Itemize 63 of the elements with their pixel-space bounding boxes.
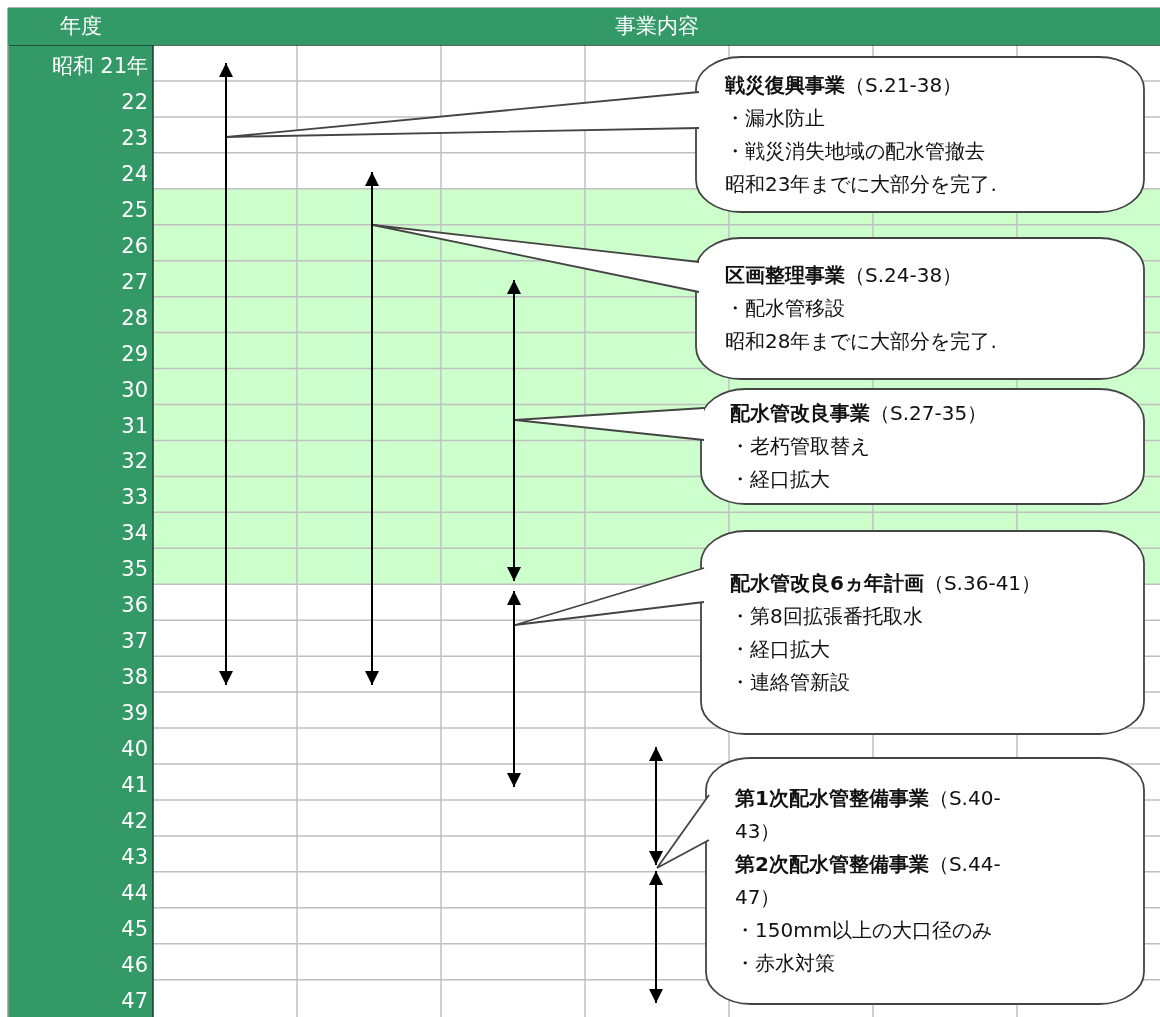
year-range-marker	[649, 746, 663, 866]
year-label: 22	[120, 88, 148, 116]
speech-bubble	[695, 56, 1145, 213]
year-range-marker	[365, 171, 379, 686]
callout-heading: 第1次配水管整備事業（S.40-43）	[735, 785, 1002, 845]
callout-heading: 区画整理事業（S.24-38）	[725, 262, 964, 289]
callout-heading: 戦災復興事業（S.21-38）	[725, 71, 964, 99]
speech-bubble	[695, 237, 1145, 380]
year-label: 25	[120, 196, 148, 224]
year-label: 41	[120, 772, 148, 799]
column-header: 事業内容	[153, 8, 1160, 45]
year-label: 昭和 21年	[50, 53, 148, 80]
callout-text: ・連絡管新設	[730, 668, 851, 696]
year-label: 28	[120, 304, 148, 332]
year-label: 24	[120, 160, 148, 188]
year-label: 33	[120, 484, 148, 512]
callout-text: ・第8回拡張番托取水	[730, 602, 924, 630]
speech-bubble	[700, 388, 1145, 505]
year-range-marker	[507, 279, 521, 582]
year-label: 44	[120, 879, 148, 907]
callout-text: ・150mm以上の大口径のみ	[735, 917, 994, 944]
callout-text: ・配水管移設	[725, 295, 846, 322]
callout-pointer	[226, 91, 700, 138]
year-label: 46	[120, 951, 148, 979]
year-label: 31	[120, 412, 148, 440]
callout-pointer	[514, 567, 705, 626]
callout-pointer	[372, 224, 700, 293]
year-label: 32	[120, 448, 148, 476]
callout-pointer	[656, 794, 710, 869]
callout-text: ・経口拡大	[730, 635, 831, 663]
year-label: 47	[120, 987, 148, 1015]
year-range-marker	[649, 870, 663, 1004]
column-header: 年度	[8, 8, 153, 45]
year-range-marker	[219, 62, 233, 686]
callout-text: 第2次配水管整備事業（S.44-47）	[735, 851, 1002, 911]
year-label: 23	[120, 124, 148, 152]
year-label: 27	[120, 268, 148, 296]
year-range-marker	[507, 590, 521, 788]
year-label: 40	[120, 736, 148, 764]
callout-text: ・漏水防止	[725, 104, 826, 132]
callout-heading: 配水管改良事業（S.27-35）	[730, 400, 989, 427]
speech-bubble	[705, 757, 1145, 1005]
callout-text: ・赤水対策	[735, 950, 836, 977]
callout-text: ・戦災消失地域の配水管撤去	[725, 137, 986, 165]
callout-heading: 配水管改良6ヵ年計画（S.36-41）	[730, 569, 1043, 597]
callout-text: ・経口拡大	[730, 466, 831, 493]
year-label: 30	[120, 376, 148, 404]
year-label: 45	[120, 915, 148, 943]
year-label: 43	[120, 843, 148, 871]
year-label: 37	[120, 628, 148, 656]
year-label: 39	[120, 700, 148, 728]
year-label: 36	[120, 592, 148, 620]
year-label: 42	[120, 807, 148, 835]
year-label: 38	[120, 664, 148, 692]
callout-text: 昭和28年までに大部分を完了.	[725, 328, 998, 355]
year-label: 29	[120, 340, 148, 368]
year-label: 34	[120, 520, 148, 548]
callout-text: 昭和23年までに大部分を完了.	[725, 170, 998, 198]
callout-pointer	[514, 407, 705, 441]
callout-text: ・老朽管取替え	[730, 433, 871, 460]
speech-bubble	[700, 530, 1145, 735]
year-label: 35	[120, 556, 148, 584]
year-label: 26	[120, 232, 148, 260]
